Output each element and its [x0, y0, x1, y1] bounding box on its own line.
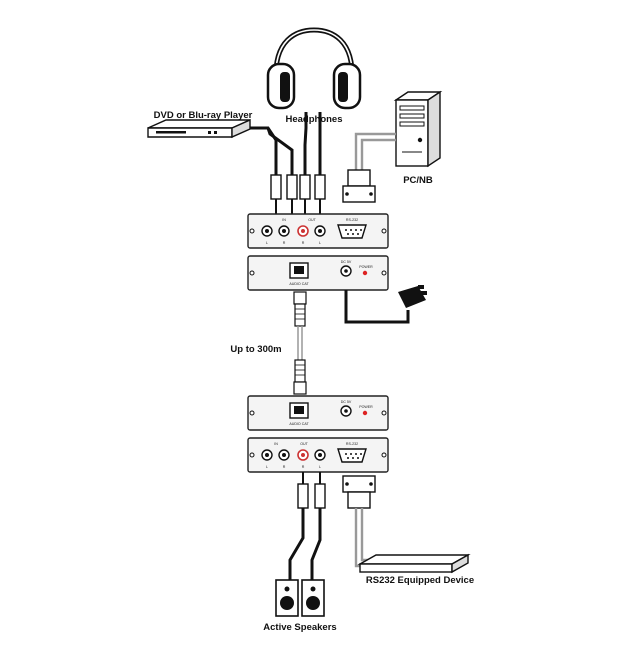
- port-r3-label: R: [283, 465, 286, 469]
- speaker-cable-2: [310, 508, 322, 580]
- transmitter-rear-panel: AUDIO CAT DC 5V POWER: [247, 255, 389, 291]
- db9-plug-bottom: [342, 475, 376, 509]
- pc-serial-cable-2: [360, 138, 396, 170]
- receiver-front-panel: IN OUT RS-232 L R R L: [247, 437, 389, 473]
- power-adapter-icon: [398, 285, 427, 308]
- distance-label: Up to 300m: [230, 344, 281, 355]
- rca-plugs-top: [270, 174, 326, 214]
- dc-label-2: DC 5V: [341, 400, 352, 404]
- rs232-device-label: RS232 Equipped Device: [366, 575, 474, 586]
- pc-tower-icon: [393, 90, 443, 168]
- speakers-icon: [275, 579, 325, 617]
- rs232-label: RS-232: [346, 218, 358, 222]
- dvd-audio-cable-2: [266, 127, 294, 175]
- cat-cable: [293, 291, 307, 395]
- dvd-player-icon: [147, 118, 251, 139]
- db9-plug-top: [342, 169, 376, 203]
- rca-plugs-bottom: [297, 472, 326, 509]
- pc-serial-cable: [354, 132, 396, 170]
- headphones-label: Headphones: [285, 114, 342, 125]
- port-r2-label: R: [302, 241, 305, 245]
- in-label: IN: [282, 218, 286, 222]
- receiver-rear-panel: AUDIO CAT DC 5V POWER: [247, 395, 389, 431]
- dvd-player-label: DVD or Blu-ray Player: [154, 110, 253, 121]
- port-l2-label: L: [319, 241, 321, 245]
- rs232-label-2: RS-232: [346, 442, 358, 446]
- port-r-label: R: [283, 241, 286, 245]
- power-label-2: POWER: [359, 405, 373, 409]
- power-label: POWER: [359, 265, 373, 269]
- out-label: OUT: [308, 218, 316, 222]
- port-r4-label: R: [302, 465, 305, 469]
- port-l-label: L: [266, 241, 268, 245]
- rs232-device-cable-2: [360, 508, 380, 562]
- transmitter-front-panel: IN OUT RS-232 L R R L: [247, 213, 389, 249]
- port-l4-label: L: [319, 465, 321, 469]
- rs232-device-icon: [357, 553, 471, 574]
- out-label-2: OUT: [300, 442, 308, 446]
- headphones-cable: [303, 112, 308, 175]
- speaker-cable: [288, 508, 305, 580]
- speakers-label: Active Speakers: [263, 622, 336, 633]
- audio-cat-label-2: AUDIO CAT: [289, 422, 309, 426]
- dc-label: DC 5V: [341, 260, 352, 264]
- port-l3-label: L: [266, 465, 268, 469]
- audio-cat-label: AUDIO CAT: [289, 282, 309, 286]
- power-cable: [344, 290, 410, 324]
- headphones-icon: [266, 27, 362, 110]
- pc-label: PC/NB: [403, 175, 433, 186]
- in-label-2: IN: [274, 442, 278, 446]
